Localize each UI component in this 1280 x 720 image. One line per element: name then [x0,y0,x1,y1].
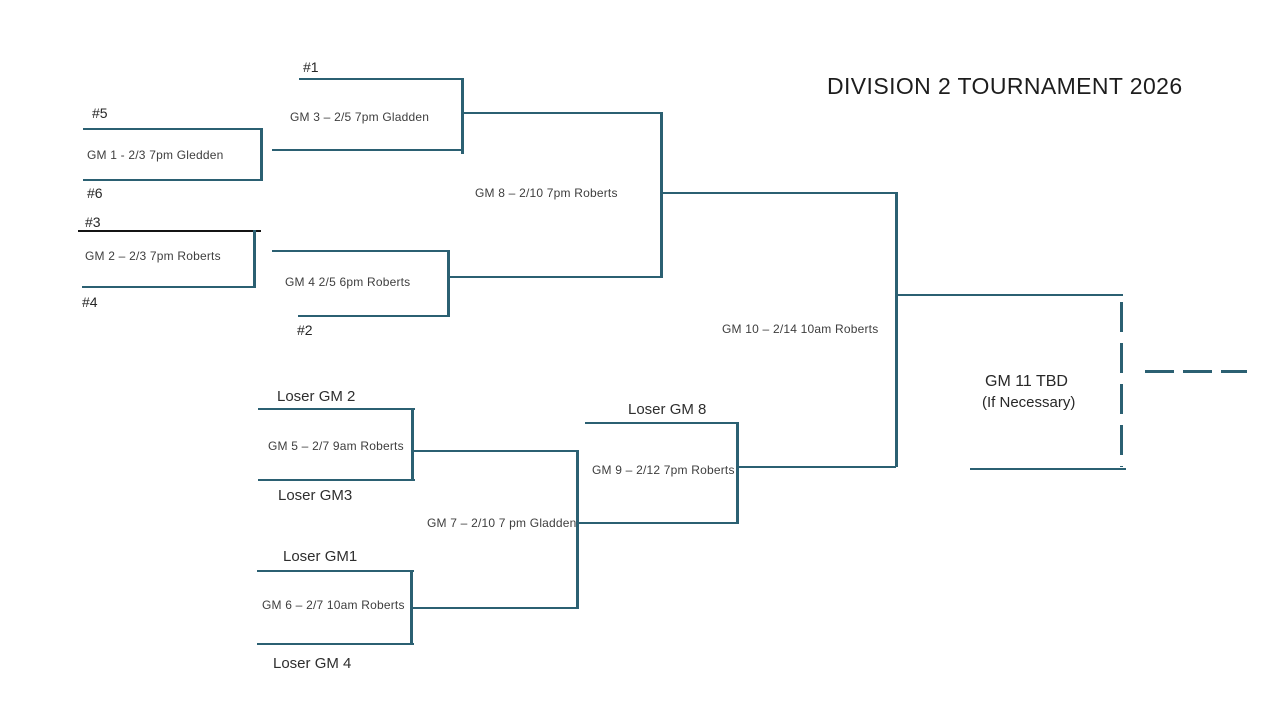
game-2-label: GM 2 – 2/3 7pm Roberts [85,249,221,263]
game5-right-line [411,408,414,481]
game-10-label: GM 10 – 2/14 10am Roberts [722,322,879,336]
game6-bottom-line [257,643,414,645]
game4-winner-line [449,276,663,278]
tournament-title: DIVISION 2 TOURNAMENT 2026 [827,73,1183,99]
game1-right-line [260,128,263,181]
game9-winner-line [739,466,896,468]
game2-bottom-line [82,286,256,288]
game-1-label: GM 1 - 2/3 7pm Gledden [87,148,224,162]
game4-right-line [447,250,450,317]
seed-2-label: #2 [297,322,313,338]
seed-3-label: #3 [85,214,101,230]
game1-winner-line [272,149,463,151]
game8-right-line [660,112,663,278]
loser-gm3-label: Loser GM3 [278,487,353,504]
game5-winner-line [413,450,579,452]
game6-right-line [410,570,413,645]
seed-1-label: #1 [303,59,319,75]
loser-gm4-label: Loser GM 4 [273,655,352,672]
game9-top-line [585,422,739,424]
game4-bottom-line [298,315,450,317]
game2-winner-line [272,250,450,252]
game-8-label: GM 8 – 2/10 7pm Roberts [475,186,618,200]
game1-bottom-line [83,179,263,181]
seed1-feed-line [299,78,463,80]
loser-gm8-label: Loser GM 8 [628,401,707,418]
game10-winner-line [897,294,1123,296]
loser-gm2-label: Loser GM 2 [277,388,356,405]
loser-gm1-label: Loser GM1 [283,548,358,565]
game3-right-line [461,78,464,154]
game-5-label: GM 5 – 2/7 9am Roberts [268,439,404,453]
seed3-feed-line [78,230,261,232]
game11-bottom-line [970,468,1126,470]
seed-6-label: #6 [87,185,103,201]
game3-winner-line [461,112,663,114]
game-11-note: (If Necessary) [982,394,1076,411]
game-4-label: GM 4 2/5 6pm Roberts [285,275,411,289]
game-6-label: GM 6 – 2/7 10am Roberts [262,598,405,612]
game11-right-dashed-line [1120,302,1123,467]
game5-top-line [258,408,415,410]
game6-top-line [257,570,414,572]
game8-winner-line [662,192,898,194]
game-3-label: GM 3 – 2/5 7pm Gladden [290,110,430,124]
game2-right-line [253,230,256,288]
game6-winner-line [413,607,579,609]
game5-bottom-line [258,479,415,481]
game11-winner-dashed-line [1145,370,1247,373]
game-11-label: GM 11 TBD [985,373,1068,390]
game9-right-line [736,422,739,524]
game-7-label: GM 7 – 2/10 7 pm Gladden [427,516,577,530]
game7-winner-line [579,522,739,524]
seed-5-label: #5 [92,105,108,121]
game7-right-line [576,450,579,609]
game10-right-line [895,192,898,467]
game-9-label: GM 9 – 2/12 7pm Roberts [592,463,735,477]
game1-top-line [83,128,263,130]
seed-4-label: #4 [82,294,98,310]
